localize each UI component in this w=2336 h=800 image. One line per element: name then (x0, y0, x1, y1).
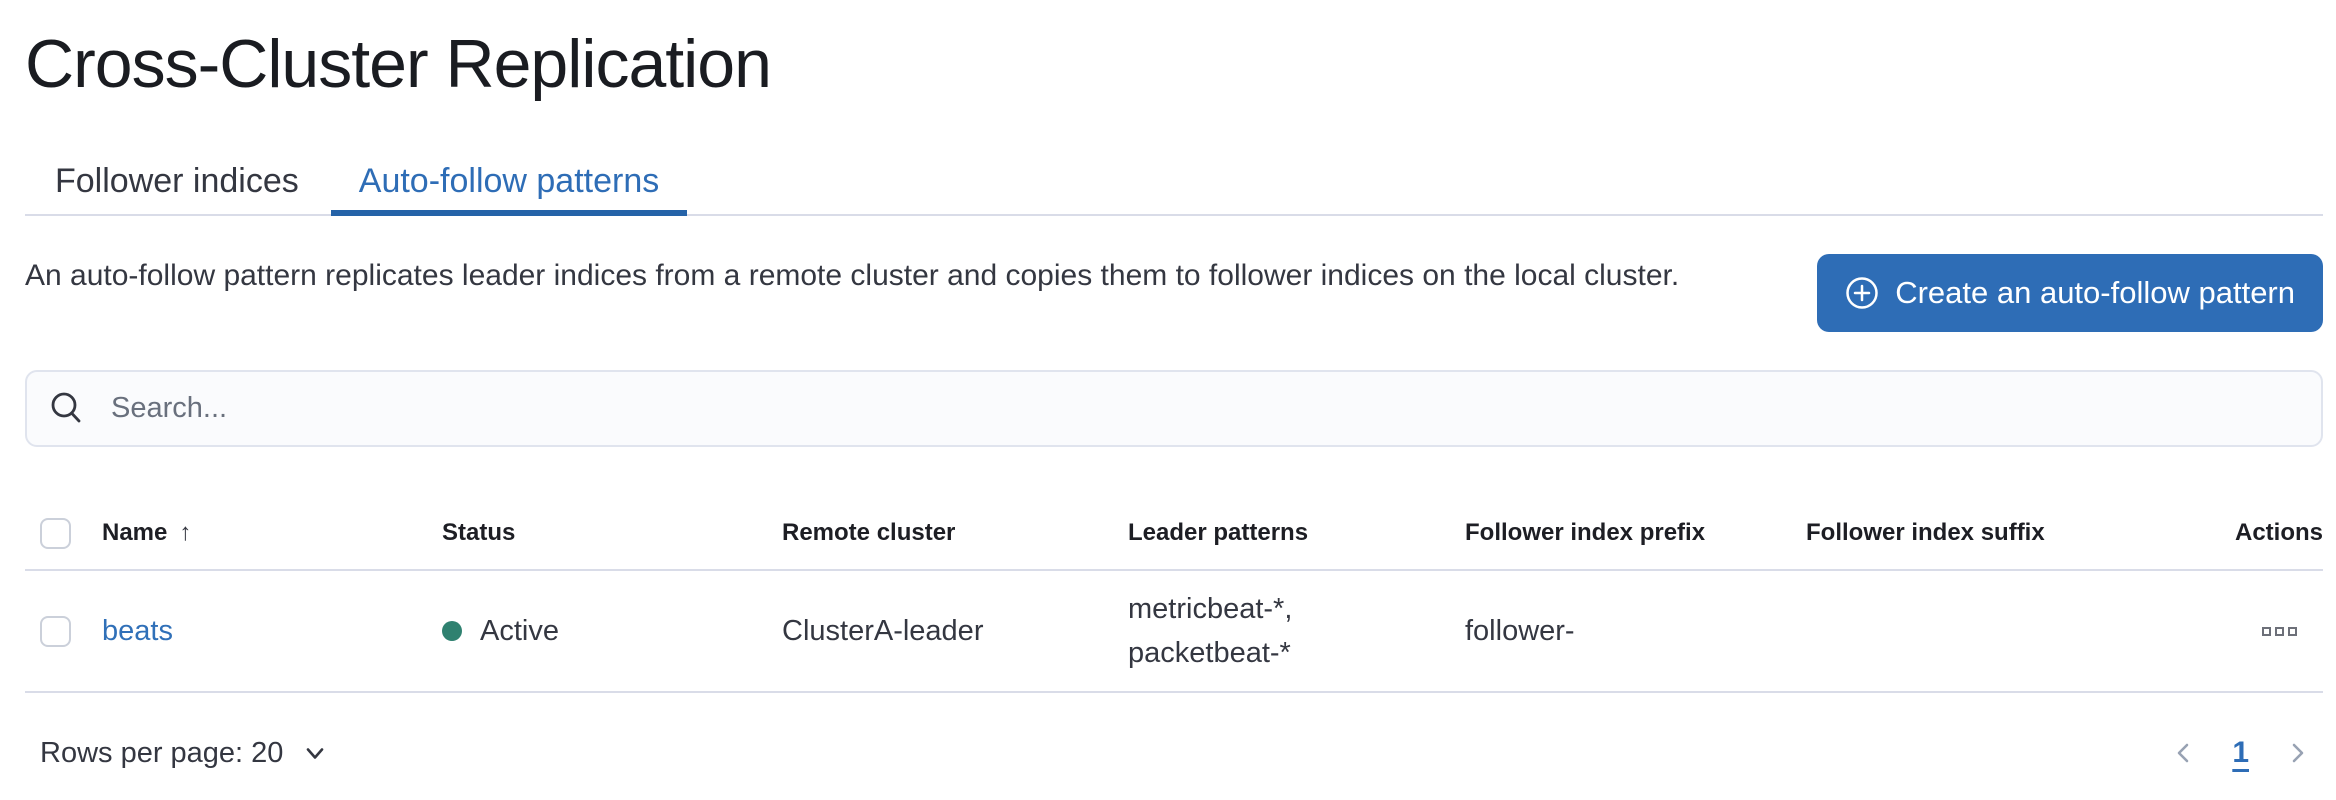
column-label: Name (102, 519, 168, 546)
leader-pattern-line: packetbeat-* (1128, 637, 1291, 669)
follower-index-prefix-cell: follower- (1465, 614, 1575, 647)
row-actions-cell (2222, 621, 2323, 642)
column-header-name[interactable]: Name ↑ (102, 519, 442, 547)
table-row: beats Active ClusterA-leader metricbeat-… (25, 571, 2323, 693)
box-glyph (2275, 626, 2284, 636)
rows-per-page-button[interactable]: Rows per page: 20 (40, 737, 329, 770)
tab-follower-indices[interactable]: Follower indices (27, 148, 327, 214)
status-label: Active (480, 614, 559, 647)
status-active-dot-icon (442, 621, 462, 641)
previous-page-button[interactable] (2172, 741, 2196, 765)
table-footer: Rows per page: 20 1 (25, 721, 2323, 785)
page-number-current[interactable]: 1 (2232, 736, 2249, 769)
page-title: Cross-Cluster Replication (25, 26, 772, 102)
tab-auto-follow-patterns[interactable]: Auto-follow patterns (330, 148, 688, 216)
tab-label: Auto-follow patterns (358, 161, 660, 200)
create-auto-follow-pattern-button[interactable]: Create an auto-follow pattern (1817, 254, 2323, 332)
name-cell: beats (102, 615, 442, 648)
search-bar (25, 370, 2323, 447)
box-glyph (2288, 626, 2297, 636)
next-page-button[interactable] (2285, 741, 2309, 765)
remote-cluster-cell: ClusterA-leader (782, 614, 984, 647)
search-input[interactable] (111, 392, 2299, 425)
row-select-cell (25, 615, 102, 647)
chevron-down-icon (307, 748, 324, 759)
select-all-cell (25, 517, 102, 549)
chevron-right-icon (2292, 743, 2304, 763)
box-glyph (2262, 626, 2271, 636)
intro-section: An auto-follow pattern replicates leader… (25, 254, 2323, 332)
status-cell: Active (442, 615, 782, 648)
create-button-label: Create an auto-follow pattern (1895, 275, 2295, 310)
column-header-follower-index-prefix: Follower index prefix (1465, 519, 1706, 546)
search-icon (51, 392, 81, 422)
column-header-leader-patterns: Leader patterns (1128, 519, 1309, 546)
chevron-left-icon (2178, 743, 2189, 763)
rows-per-page-label: Rows per page: 20 (40, 736, 284, 769)
boxes-horizontal-icon[interactable] (2262, 621, 2297, 642)
intro-description: An auto-follow pattern replicates leader… (25, 259, 1680, 292)
name-link[interactable]: beats (102, 614, 173, 647)
plus-in-circle-icon (1846, 277, 1878, 309)
leader-patterns-cell: metricbeat-*, packetbeat-* (1128, 587, 1465, 675)
column-header-follower-index-suffix: Follower index suffix (1806, 519, 2045, 546)
column-header-status: Status (442, 519, 516, 546)
leader-pattern-line: metricbeat-*, (1128, 593, 1293, 625)
tabs-bar: Follower indices Auto-follow patterns (25, 148, 2323, 216)
column-header-remote-cluster: Remote cluster (782, 519, 956, 546)
active-tab-underline (330, 210, 688, 216)
column-header-actions: Actions (2234, 519, 2323, 546)
pagination: 1 (2172, 736, 2309, 770)
sort-ascending-icon: ↑ (179, 519, 192, 546)
auto-follow-patterns-table: Name ↑ Status Remote cluster Leader patt… (25, 497, 2323, 693)
tab-label: Follower indices (55, 161, 299, 200)
table-header-row: Name ↑ Status Remote cluster Leader patt… (25, 497, 2323, 571)
row-checkbox[interactable] (40, 615, 71, 647)
select-all-checkbox[interactable] (40, 517, 71, 549)
